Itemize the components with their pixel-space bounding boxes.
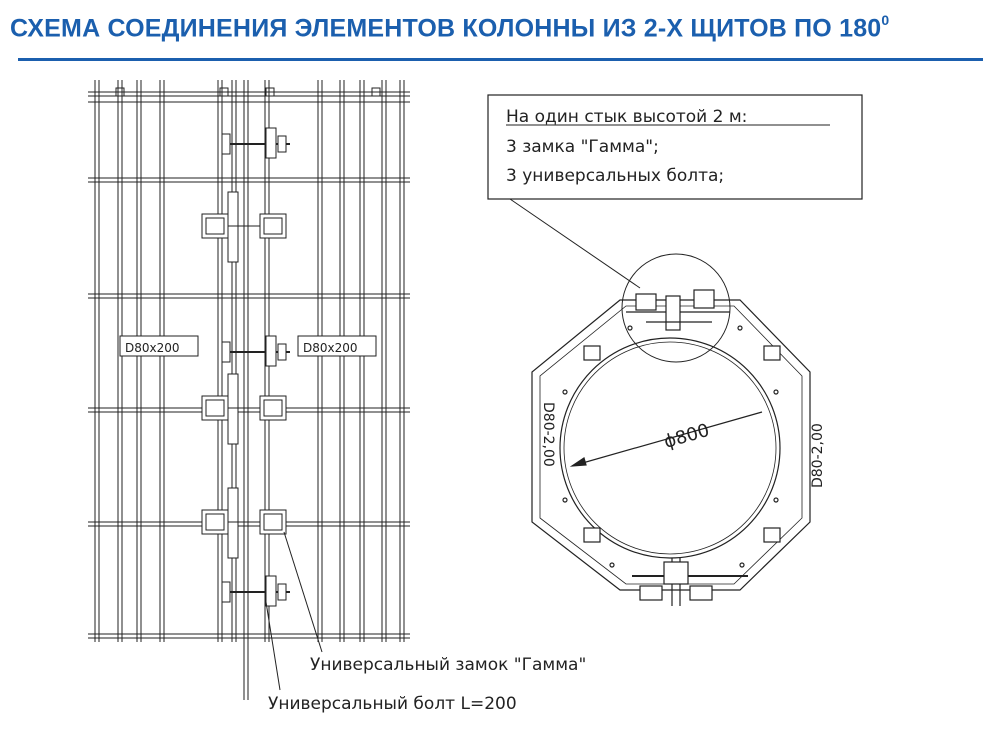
- column-plan: [531, 253, 811, 606]
- note-line-2: 3 замка "Гамма";: [506, 137, 659, 157]
- hole: [627, 325, 633, 331]
- octagon-inner-outline: [539, 305, 803, 585]
- column-circle: [559, 337, 781, 559]
- hole: [562, 389, 568, 395]
- panel-label-left-box: [119, 335, 199, 357]
- bolt-callout: Универсальный болт L=200: [268, 694, 517, 714]
- diameter-line: [571, 411, 763, 467]
- corner-bracket: [763, 345, 781, 361]
- page-title-text: СХЕМА СОЕДИНЕНИЯ ЭЛЕМЕНТОВ КОЛОННЫ ИЗ 2-…: [10, 14, 882, 43]
- panel-label-right-box: [297, 335, 377, 357]
- hole: [773, 497, 779, 503]
- page-title-superscript: 0: [881, 12, 890, 28]
- side-label-right: D80-2,00: [810, 423, 826, 488]
- note-leader-line: [509, 198, 641, 289]
- hole: [737, 325, 743, 331]
- column-elevation: [88, 80, 410, 700]
- page-title: СХЕМА СОЕДИНЕНИЯ ЭЛЕМЕНТОВ КОЛОННЫ ИЗ 2-…: [10, 12, 990, 54]
- gamma-lock: [201, 487, 287, 559]
- panel-horizontal-ribs: [88, 91, 410, 639]
- lock-callout: Универсальный замок "Гамма": [310, 655, 586, 675]
- lock-leader-line: [283, 531, 323, 653]
- side-label-left: D80-2,00: [540, 402, 556, 467]
- gamma-lock: [201, 191, 287, 263]
- title-underline: [18, 58, 983, 61]
- corner-bracket: [583, 345, 601, 361]
- hole: [562, 497, 568, 503]
- hole: [609, 562, 615, 568]
- diameter-label: ϕ800: [662, 420, 712, 453]
- corner-bracket: [583, 527, 601, 543]
- octagon-outline: [531, 299, 811, 591]
- bolt-leader-line: [265, 601, 281, 691]
- panel-vertical-lines: [94, 80, 405, 700]
- hole: [773, 389, 779, 395]
- note-line-3: 3 универсальных болта;: [506, 166, 724, 186]
- bottom-joint-detail: [632, 558, 748, 606]
- note-line-1: На один стык высотой 2 м:: [506, 107, 747, 127]
- universal-bolt: [221, 127, 290, 159]
- universal-bolt: [221, 335, 290, 367]
- corner-bracket: [763, 527, 781, 543]
- note-box: [487, 94, 863, 289]
- gamma-lock: [201, 373, 287, 445]
- panel-label-left: D80x200: [125, 341, 180, 355]
- top-clamp-marks: [115, 87, 381, 97]
- top-joint-detail: [621, 253, 731, 363]
- hole: [739, 562, 745, 568]
- panel-label-right: D80x200: [303, 341, 358, 355]
- diameter-arrow: [569, 457, 587, 467]
- universal-bolt: [221, 575, 290, 607]
